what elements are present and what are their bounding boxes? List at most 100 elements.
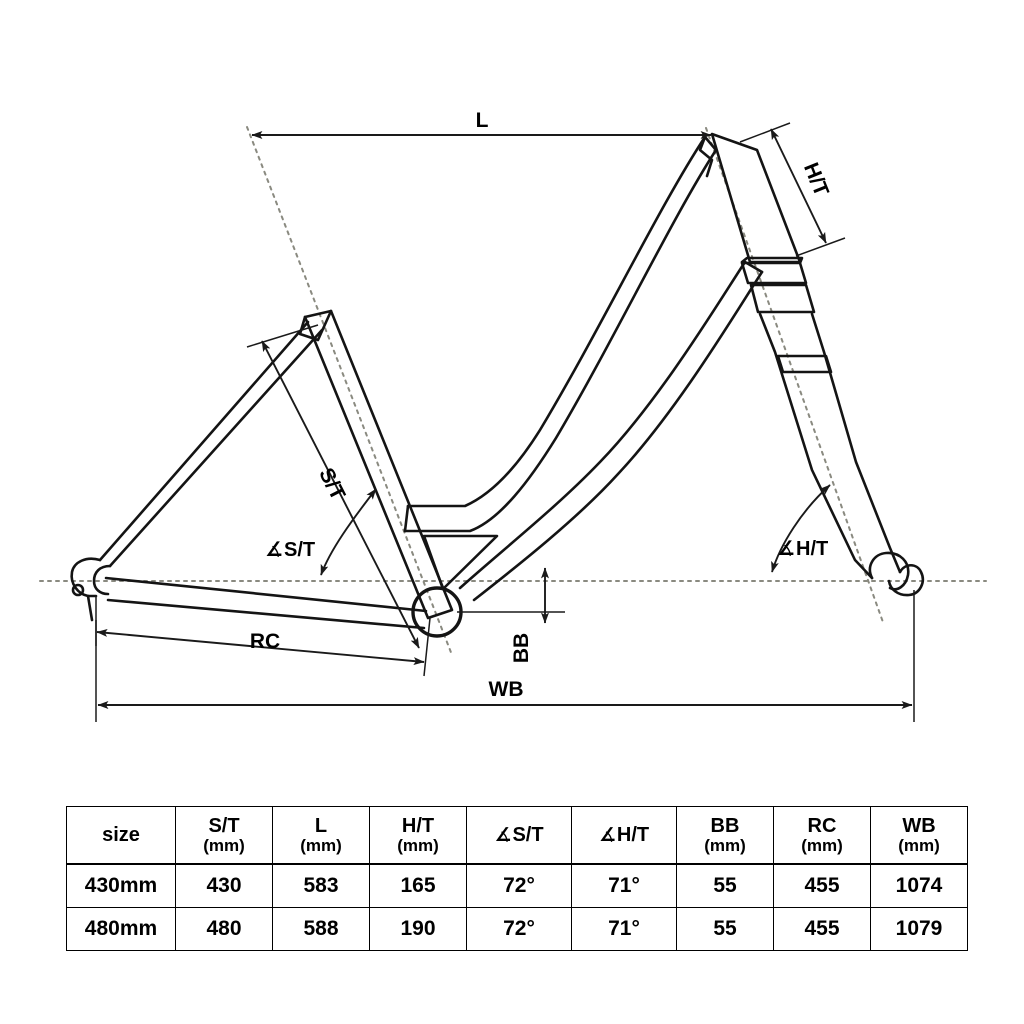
dim-line-HT [770,128,827,244]
header-rc-unit: (mm) [801,835,843,855]
dim-ext-HT-bottom [795,237,846,257]
front-dropout-outer [887,563,925,597]
angle-symbol-icon: ∡ [494,823,512,846]
headset-ring [740,256,804,265]
cell-st-angle: 72° [466,907,572,951]
geometry-table-head: size S/T (mm) L (mm) H/T (mm) [66,806,968,865]
header-ht-angle: ∡H/T [571,806,677,865]
label-BB: BB [510,633,533,663]
cell-bb: 55 [676,863,774,908]
label-head-tube-angle-text: H/T [796,538,828,560]
headset-lower [749,283,816,314]
rear-dropout-eye [71,583,85,597]
header-l-label: L [314,814,328,837]
header-ht: H/T (mm) [369,806,467,865]
chain-stay [104,576,428,613]
geometry-table: size S/T (mm) L (mm) H/T (mm) [66,806,968,951]
header-wb-unit: (mm) [898,835,940,855]
header-st-label: S/T [208,814,240,837]
seat-stay [98,320,310,562]
label-seat-tube-angle-text: S/T [284,539,315,561]
headset-upper [740,261,808,285]
label-HT: H/T [799,160,833,200]
geometry-table-container: size S/T (mm) L (mm) H/T (mm) [66,806,968,951]
dim-ext-RC-bb [423,617,431,677]
top-tube-curved [406,135,707,508]
header-size-label: size [102,823,140,846]
header-ht-unit: (mm) [397,835,439,855]
rear-dropout-inner [92,564,112,596]
label-WB: WB [489,678,524,701]
header-rc-label: RC [807,814,837,837]
angle-arc-head-tube [771,484,831,573]
cell-ht: 190 [369,907,467,951]
cell-l: 588 [272,907,370,951]
header-wb: WB (mm) [870,806,968,865]
header-bb-label: BB [710,814,740,837]
seat-cluster [298,309,333,342]
header-rc: RC (mm) [773,806,871,865]
header-st-angle: ∡S/T [466,806,572,865]
down-tube [458,260,747,590]
seat-tube-centerline [246,126,453,656]
header-size: size [66,806,176,865]
header-ht-label: H/T [401,814,435,837]
header-ht-angle-label: H/T [616,823,650,846]
label-head-tube-angle: ∡ H/T [777,536,828,560]
chain-stay-lower [106,598,426,630]
rear-dropout [70,557,102,598]
cell-wb: 1074 [870,863,968,908]
table-row: 430mm 430 583 165 72° 71° 55 455 1074 [66,863,968,908]
table-header-row: size S/T (mm) L (mm) H/T (mm) [66,806,968,865]
cell-ht-angle: 71° [571,907,677,951]
top-tube-head-cap [703,135,718,152]
head-tube [710,132,802,264]
cell-rc: 455 [773,863,871,908]
header-l-unit: (mm) [300,835,342,855]
rear-dropout-tail [86,594,94,622]
fork-blade-left [758,312,874,580]
label-ST: S/T [314,464,349,504]
header-l: L (mm) [272,806,370,865]
front-dropout [868,551,910,591]
top-tube-curved-lower [403,148,718,533]
cell-l: 583 [272,863,370,908]
angle-symbol-icon-2: ∡ [598,823,616,846]
bottom-bracket-shell [411,586,463,638]
top-tube-seat-cap [403,504,410,533]
angle-symbol-head-tube: ∡ [777,536,795,560]
cell-st-angle: 72° [466,863,572,908]
label-L: L [476,109,489,132]
down-tube-lower [472,270,764,602]
cell-bb: 55 [676,907,774,951]
cell-st: 480 [175,907,273,951]
head-tube-top-detail [698,135,714,178]
seat-stay-lower [108,328,324,568]
header-st-angle-label: S/T [512,823,544,846]
fork-blade-right [810,312,902,574]
cell-ht: 165 [369,863,467,908]
cell-rc: 455 [773,907,871,951]
cell-ht-angle: 71° [571,863,677,908]
bb-gusset [422,534,499,591]
angle-arc-seat-tube [320,488,377,576]
cell-st: 430 [175,863,273,908]
header-bb-unit: (mm) [704,835,746,855]
header-st: S/T (mm) [175,806,273,865]
dim-line-RC [96,628,425,666]
header-st-unit: (mm) [203,835,245,855]
header-bb: BB (mm) [676,806,774,865]
label-seat-tube-angle: ∡ S/T [265,537,315,561]
dimension-lines [95,122,915,722]
dim-ext-ST-top [246,324,319,348]
dim-ext-HT-top [739,122,791,143]
cell-wb: 1079 [870,907,968,951]
table-row: 480mm 480 588 190 72° 71° 55 455 1079 [66,907,968,951]
cell-size: 480mm [66,907,176,951]
centerlines [39,126,987,656]
geometry-table-body: 430mm 430 583 165 72° 71° 55 455 1074 48… [66,863,968,951]
header-wb-label: WB [902,814,936,837]
frame-outline [70,132,925,638]
label-RC: RC [250,630,280,653]
